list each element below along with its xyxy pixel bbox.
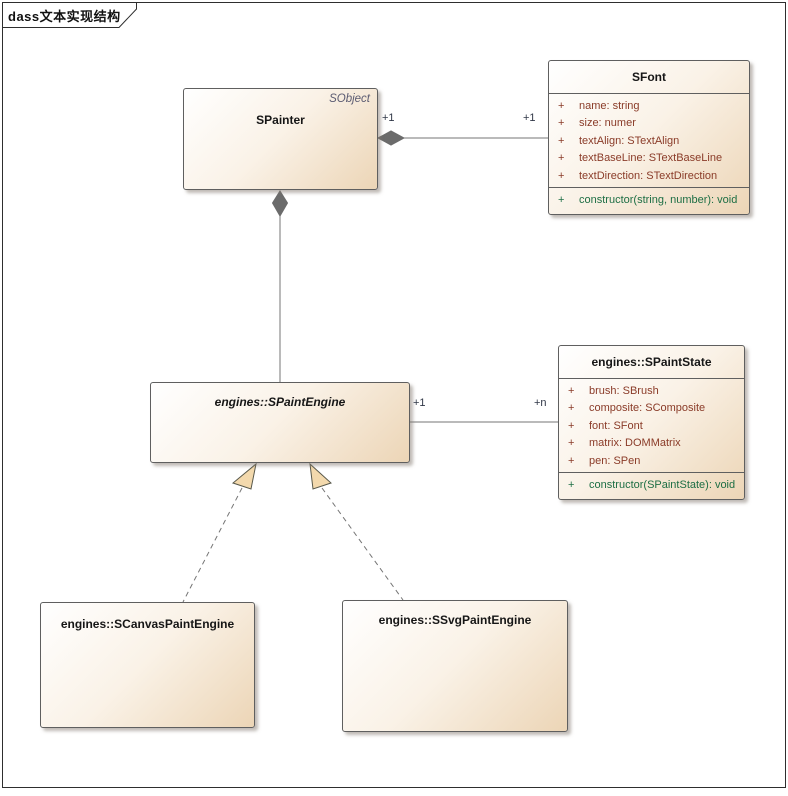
attribute-text: size: numer	[579, 117, 636, 129]
operation-text: constructor(string, number): void	[579, 194, 738, 206]
visibility-sign: +	[558, 99, 565, 112]
spainter-name: SPainter	[256, 113, 305, 127]
visibility-sign: +	[558, 117, 565, 129]
attribute-row: + brush: SBrush	[559, 385, 744, 397]
realization-link-ssvgpaintengine[interactable]	[321, 487, 404, 601]
attribute-text: brush: SBrush	[589, 384, 659, 397]
spaintstate-operations: + constructor(SPaintState): void	[559, 472, 744, 497]
class-ssvgpaintengine[interactable]: engines::SSvgPaintEngine	[342, 600, 568, 732]
multiplicity-sfont-side: +1	[523, 112, 536, 124]
ssvgpaintengine-name: engines::SSvgPaintEngine	[378, 613, 532, 627]
class-spainter[interactable]: SObject SPainter	[183, 88, 378, 190]
spaintengine-name: engines::SPaintEngine	[214, 395, 346, 409]
attribute-text: pen: SPen	[589, 454, 641, 467]
class-spaintengine[interactable]: engines::SPaintEngine	[150, 382, 410, 463]
visibility-sign: +	[558, 194, 565, 206]
multiplicity-spaintstate-side: +n	[534, 397, 547, 409]
visibility-sign: +	[568, 384, 575, 397]
attribute-text: matrix: DOMMatrix	[589, 437, 681, 449]
scanvaspaintengine-name: engines::SCanvasPaintEngine	[60, 617, 235, 631]
attribute-text: composite: SComposite	[589, 402, 706, 414]
visibility-sign: +	[558, 152, 565, 164]
operation-text: constructor(SPaintState): void	[589, 479, 736, 491]
attribute-text: textBaseLine: STextBaseLine	[579, 152, 723, 164]
visibility-sign: +	[568, 437, 575, 449]
multiplicity-spainter-side: +1	[382, 112, 395, 124]
spainter-parent-label: SObject	[329, 93, 370, 105]
attribute-row: + textDirection: STextDirection	[549, 170, 749, 182]
visibility-sign: +	[558, 169, 565, 182]
generalization-arrow-right	[309, 462, 332, 490]
attribute-text: textAlign: STextAlign	[579, 134, 680, 147]
class-spaintstate[interactable]: engines::SPaintState +brush: SBrush +com…	[558, 345, 745, 500]
sfont-name: SFont	[632, 70, 666, 84]
composition-diamond-spainter-sfont	[376, 130, 406, 146]
attribute-text: name: string	[579, 99, 640, 112]
realization-link-scanvaspaintengine[interactable]	[182, 487, 243, 603]
visibility-sign: +	[568, 402, 575, 414]
class-sfont[interactable]: SFont + name: string + size: numer + textAl…	[548, 60, 750, 215]
attribute-row: + composite: SComposite	[559, 402, 744, 414]
attribute-row: + textBaseLine: STextBaseLine	[549, 152, 749, 164]
spaintstate-attributes: + brush: SBrush + composite: SComposite + f…	[559, 378, 744, 472]
multiplicity-spaintengine-side: +1	[413, 397, 426, 409]
spaintstate-name: engines::SPaintState	[591, 355, 712, 369]
sfont-operations: + constructor(string, number): void	[549, 187, 749, 212]
visibility-sign: +	[568, 419, 575, 432]
visibility-sign: +	[568, 454, 575, 467]
diagram-frame-tab	[2, 2, 137, 28]
diagram-title: dass文本实现结构	[8, 9, 121, 24]
sfont-attributes: + name: string + size: numer + textAlign: S…	[549, 93, 749, 187]
attribute-row: + pen: SPen	[559, 455, 744, 467]
attribute-row: + size: numer	[549, 117, 749, 129]
attribute-row: + textAlign: STextAlign	[549, 135, 749, 147]
composition-diamond-spainter-spaintengine	[271, 190, 289, 218]
operation-row: + constructor(string, number): void	[549, 194, 749, 206]
visibility-sign: +	[558, 134, 565, 147]
attribute-row: + name: string	[549, 100, 749, 112]
attribute-text: font: SFont	[589, 419, 643, 432]
attribute-text: textDirection: STextDirection	[579, 169, 718, 182]
class-scanvaspaintengine[interactable]: engines::SCanvasPaintEngine	[40, 602, 255, 728]
visibility-sign: +	[568, 479, 575, 491]
attribute-row: + font: SFont	[559, 420, 744, 432]
attribute-row: + matrix: DOMMatrix	[559, 437, 744, 449]
operation-row: + constructor(SPaintState): void	[559, 479, 744, 491]
generalization-arrow-left	[231, 462, 257, 490]
